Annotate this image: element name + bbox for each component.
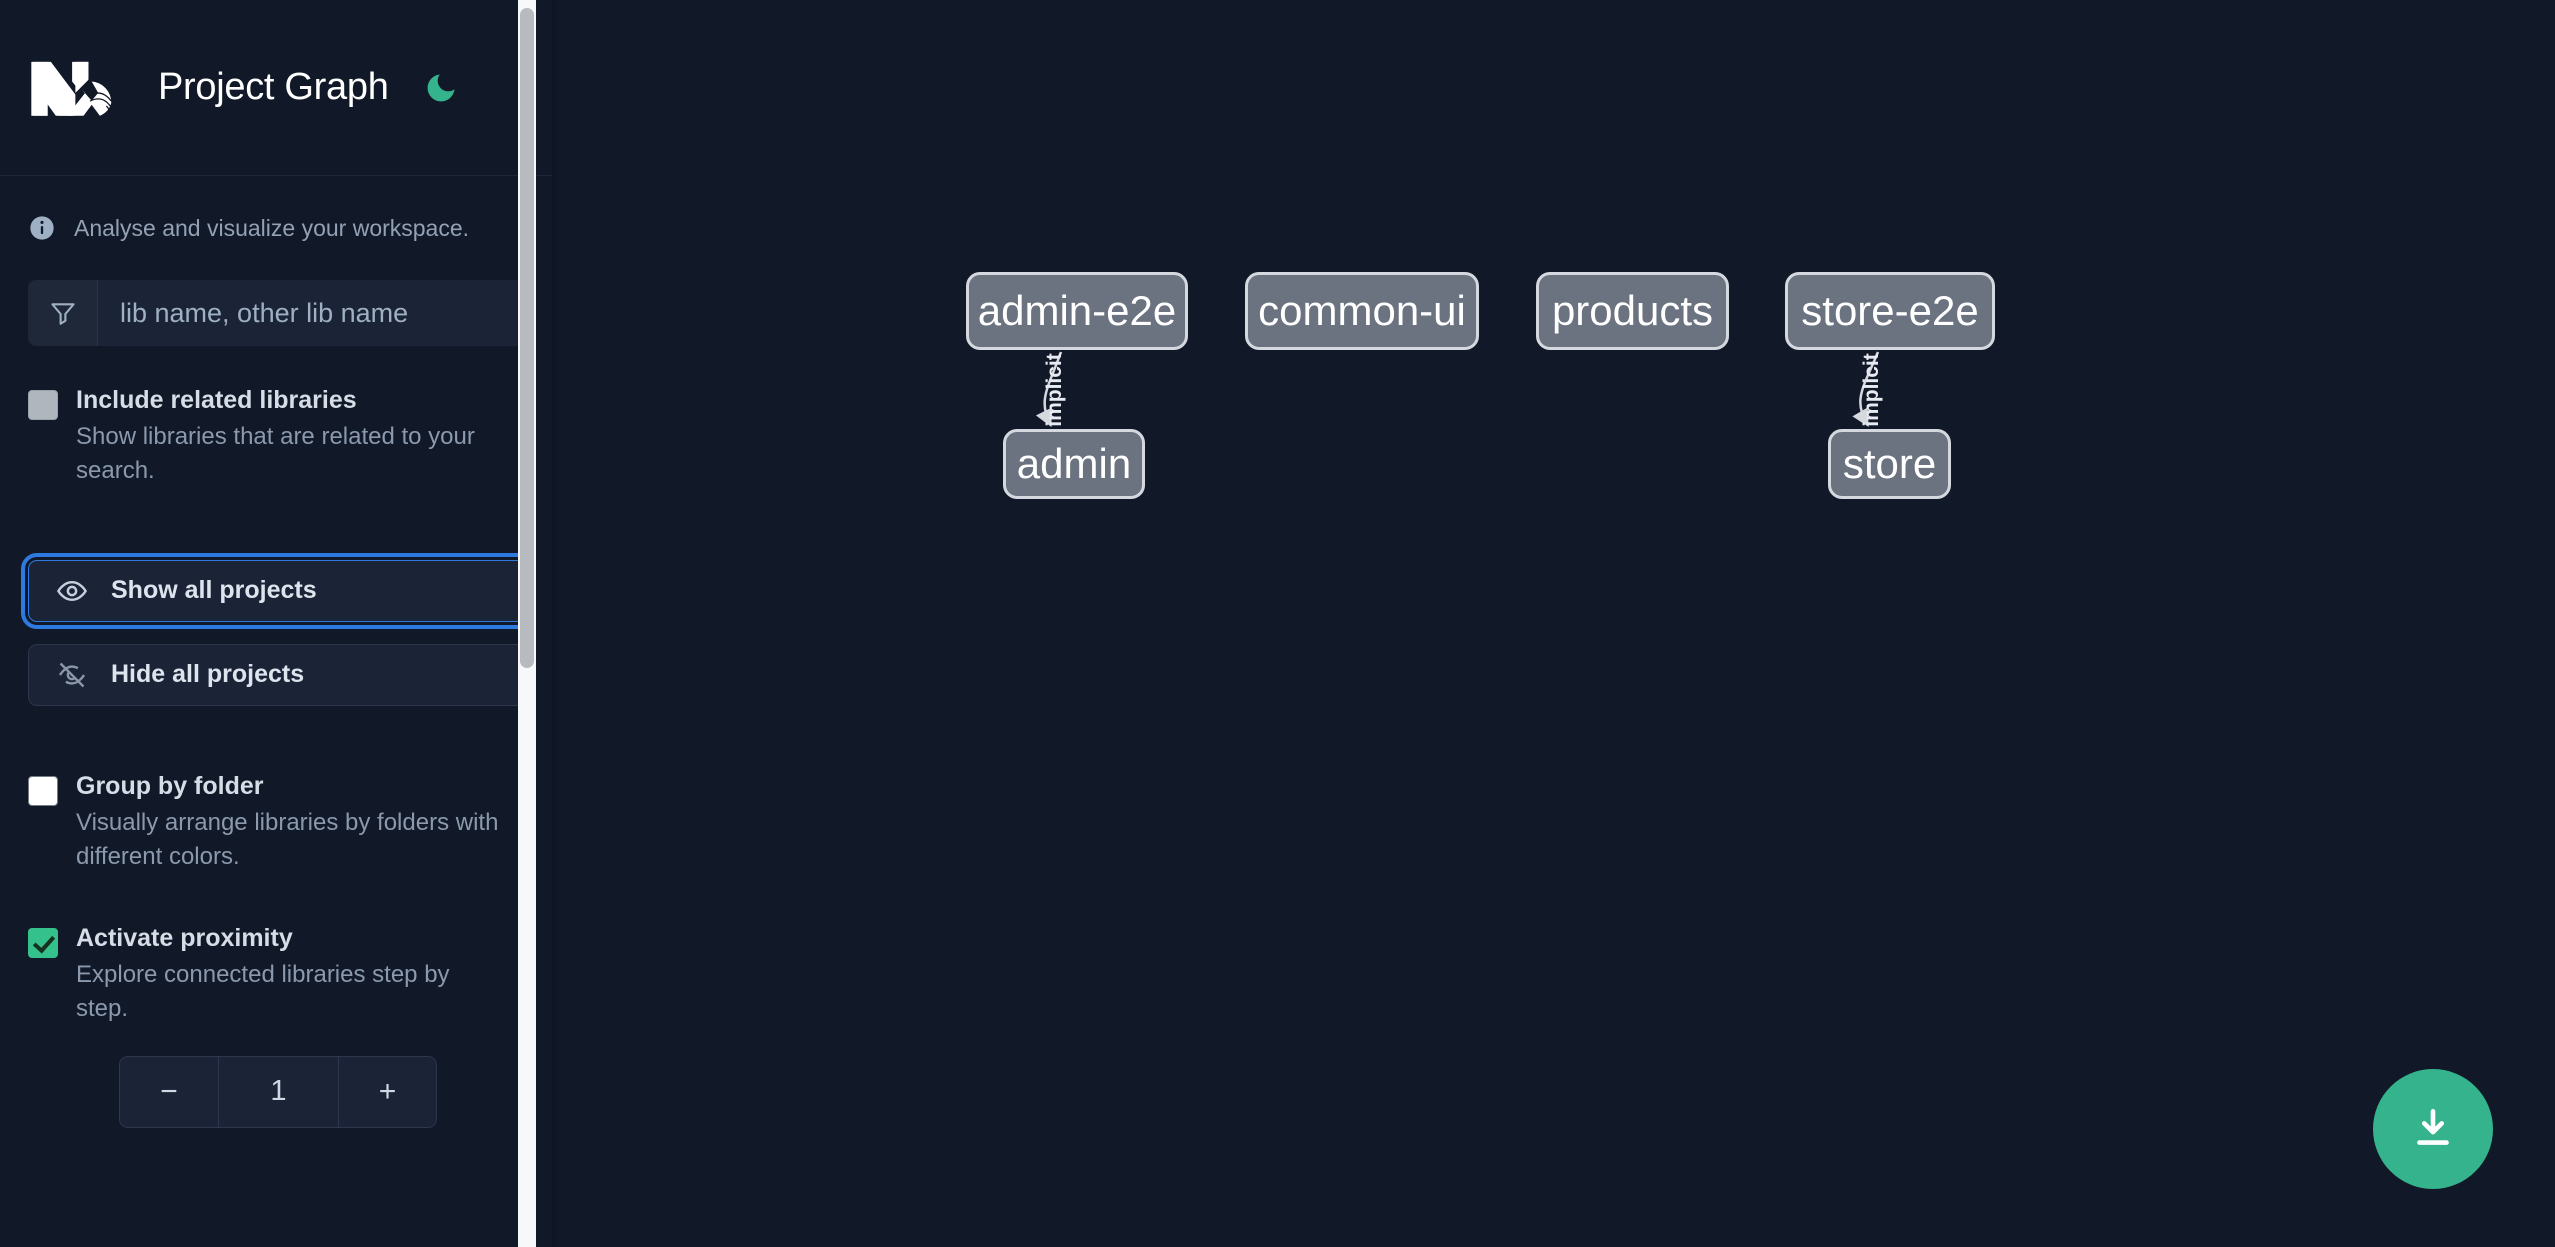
option-label: Activate proximity <box>76 923 293 952</box>
graph-node-store-e2e[interactable]: store-e2e <box>1785 272 1995 350</box>
hide-all-projects-button[interactable]: Hide all projects <box>28 643 528 706</box>
proximity-decrement-button[interactable]: − <box>120 1056 218 1127</box>
graph-node-admin-e2e[interactable]: admin-e2e <box>966 272 1188 350</box>
info-icon <box>28 214 56 242</box>
spacer <box>28 904 528 922</box>
download-graph-button[interactable] <box>2373 1069 2493 1189</box>
option-activate-proximity[interactable]: Activate proximity Explore connected lib… <box>28 922 528 1026</box>
proximity-increment-button[interactable]: + <box>338 1056 436 1127</box>
graph-node-store[interactable]: store <box>1828 429 1951 499</box>
graph-node-common-ui[interactable]: common-ui <box>1245 272 1479 350</box>
graph-edges <box>1035 351 1880 428</box>
option-text: Activate proximity Explore connected lib… <box>76 922 506 1026</box>
show-all-projects-button[interactable]: Show all projects <box>21 552 535 629</box>
option-description: Explore connected libraries step by step… <box>76 960 450 1022</box>
option-group-by-folder[interactable]: Group by folder Visually arrange librari… <box>28 770 528 874</box>
hide-all-projects-label: Hide all projects <box>111 660 305 689</box>
activate-proximity-checkbox[interactable] <box>28 927 58 958</box>
download-icon <box>2408 1103 2458 1156</box>
proximity-value: 1 <box>218 1056 338 1127</box>
option-text: Include related libraries Show libraries… <box>76 384 506 488</box>
show-all-projects-label: Show all projects <box>111 576 317 605</box>
page-title: Project Graph <box>158 66 389 108</box>
filter-funnel-icon <box>28 280 98 346</box>
edge-label-admin: implicit <box>1042 353 1066 427</box>
edge-label-store: implicit <box>1859 353 1883 427</box>
proximity-stepper-wrap: − 1 + <box>28 1055 528 1128</box>
option-include-related-libraries[interactable]: Include related libraries Show libraries… <box>28 384 528 488</box>
search-input[interactable] <box>98 280 528 346</box>
eye-off-icon <box>55 658 89 692</box>
option-label: Group by folder <box>76 771 264 800</box>
proximity-stepper: − 1 + <box>119 1055 437 1128</box>
nx-logo-icon <box>28 57 126 119</box>
workspace-info: Analyse and visualize your workspace. <box>0 176 556 280</box>
sidebar-scrollbar[interactable] <box>518 0 536 1247</box>
option-label: Include related libraries <box>76 386 357 414</box>
moon-icon[interactable] <box>419 66 463 110</box>
spacer <box>28 518 528 560</box>
sidebar-scrollbar-thumb[interactable] <box>520 8 534 668</box>
eye-icon <box>55 574 89 608</box>
sidebar-body: Include related libraries Show libraries… <box>0 280 556 1128</box>
graph-node-admin[interactable]: admin <box>1003 429 1145 499</box>
option-text: Group by folder Visually arrange librari… <box>76 770 506 874</box>
workspace-info-text: Analyse and visualize your workspace. <box>74 214 470 241</box>
graph-node-products[interactable]: products <box>1536 272 1729 350</box>
sidebar-edge <box>552 0 556 1247</box>
group-by-folder-checkbox[interactable] <box>28 775 58 806</box>
include-related-libraries-checkbox[interactable] <box>28 390 58 420</box>
option-description: Show libraries that are related to your … <box>76 422 475 484</box>
option-description: Visually arrange libraries by folders wi… <box>76 808 499 870</box>
sidebar: Project Graph Analyse and visualize your… <box>0 0 556 1247</box>
graph-canvas[interactable]: implicit implicit admin-e2e common-ui pr… <box>556 0 2555 1247</box>
spacer <box>28 728 528 770</box>
sidebar-header: Project Graph <box>0 0 556 176</box>
search-bar[interactable] <box>28 280 528 346</box>
